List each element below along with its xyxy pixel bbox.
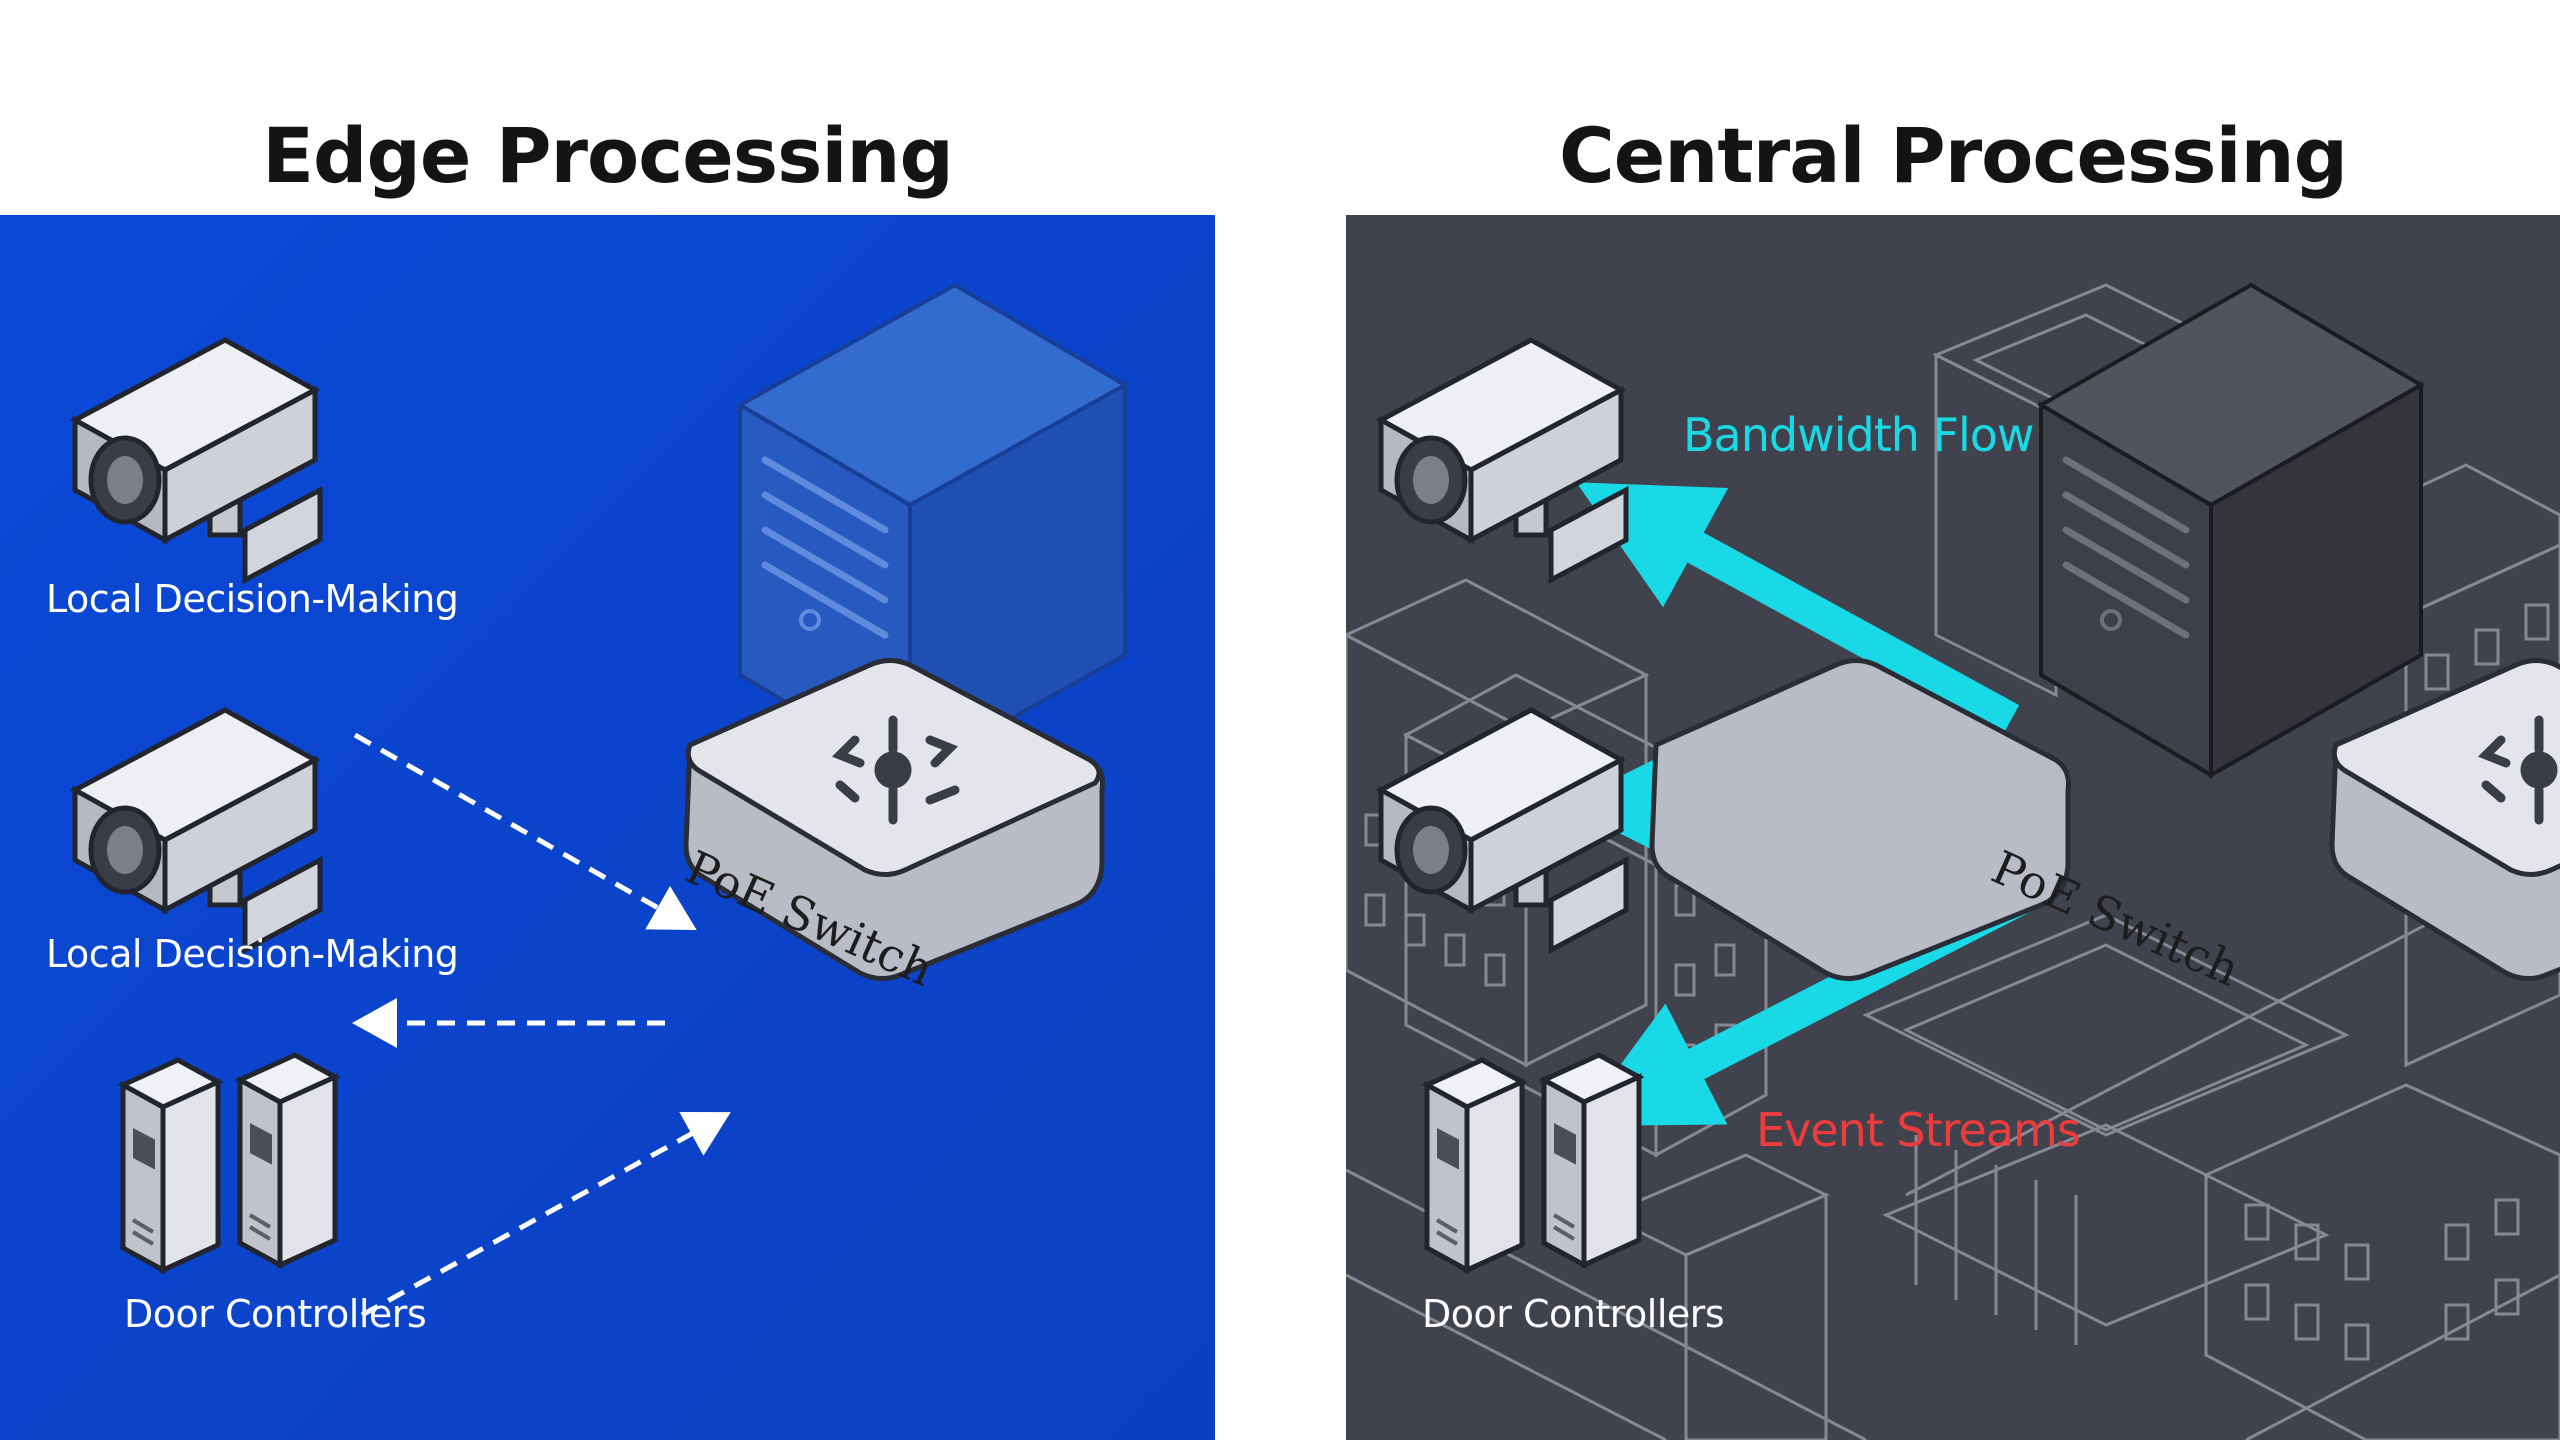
door-controller-icon xyxy=(1538,1052,1645,1270)
cctv-camera-icon xyxy=(1375,707,1629,955)
door-controller-icon xyxy=(117,1057,224,1275)
edge-processing-panel: PoE Switch Local Decision-Making Local D… xyxy=(0,215,1215,1440)
bandwidth-flow-label: Bandwidth Flow xyxy=(1683,408,2035,462)
edge-door-controllers-label: Door Controllers xyxy=(124,1292,427,1336)
central-diagram xyxy=(1346,215,2560,1440)
door-controller-icon xyxy=(234,1052,341,1270)
edge-camera-1-label: Local Decision-Making xyxy=(46,577,459,621)
cctv-camera-icon xyxy=(1375,337,1629,585)
cctv-camera-icon xyxy=(69,337,323,585)
cctv-camera-icon xyxy=(69,707,323,955)
server-tower-icon xyxy=(2037,282,2425,779)
central-processing-panel: PoE Switch Bandwidth Flow Event Streams … xyxy=(1346,215,2560,1440)
poe-switch-icon xyxy=(2329,658,2560,981)
edge-processing-title: Edge Processing xyxy=(262,110,954,200)
event-streams-label: Event Streams xyxy=(1756,1103,2081,1157)
door-controller-icon xyxy=(1421,1057,1528,1275)
poe-switch-icon xyxy=(1649,658,2071,981)
edge-flow-arrows xyxy=(352,732,731,1318)
door-controllers-to-switch-arrow xyxy=(360,1111,731,1318)
camera1-to-switch-arrow xyxy=(353,732,697,930)
switch-to-camera1-arrow xyxy=(1576,482,2020,735)
edge-diagram xyxy=(0,215,1215,1440)
central-processing-title: Central Processing xyxy=(1558,110,2348,200)
poe-switch-icon xyxy=(683,658,1105,981)
central-door-controllers-label: Door Controllers xyxy=(1422,1292,1725,1336)
edge-camera-2-label: Local Decision-Making xyxy=(46,932,459,976)
